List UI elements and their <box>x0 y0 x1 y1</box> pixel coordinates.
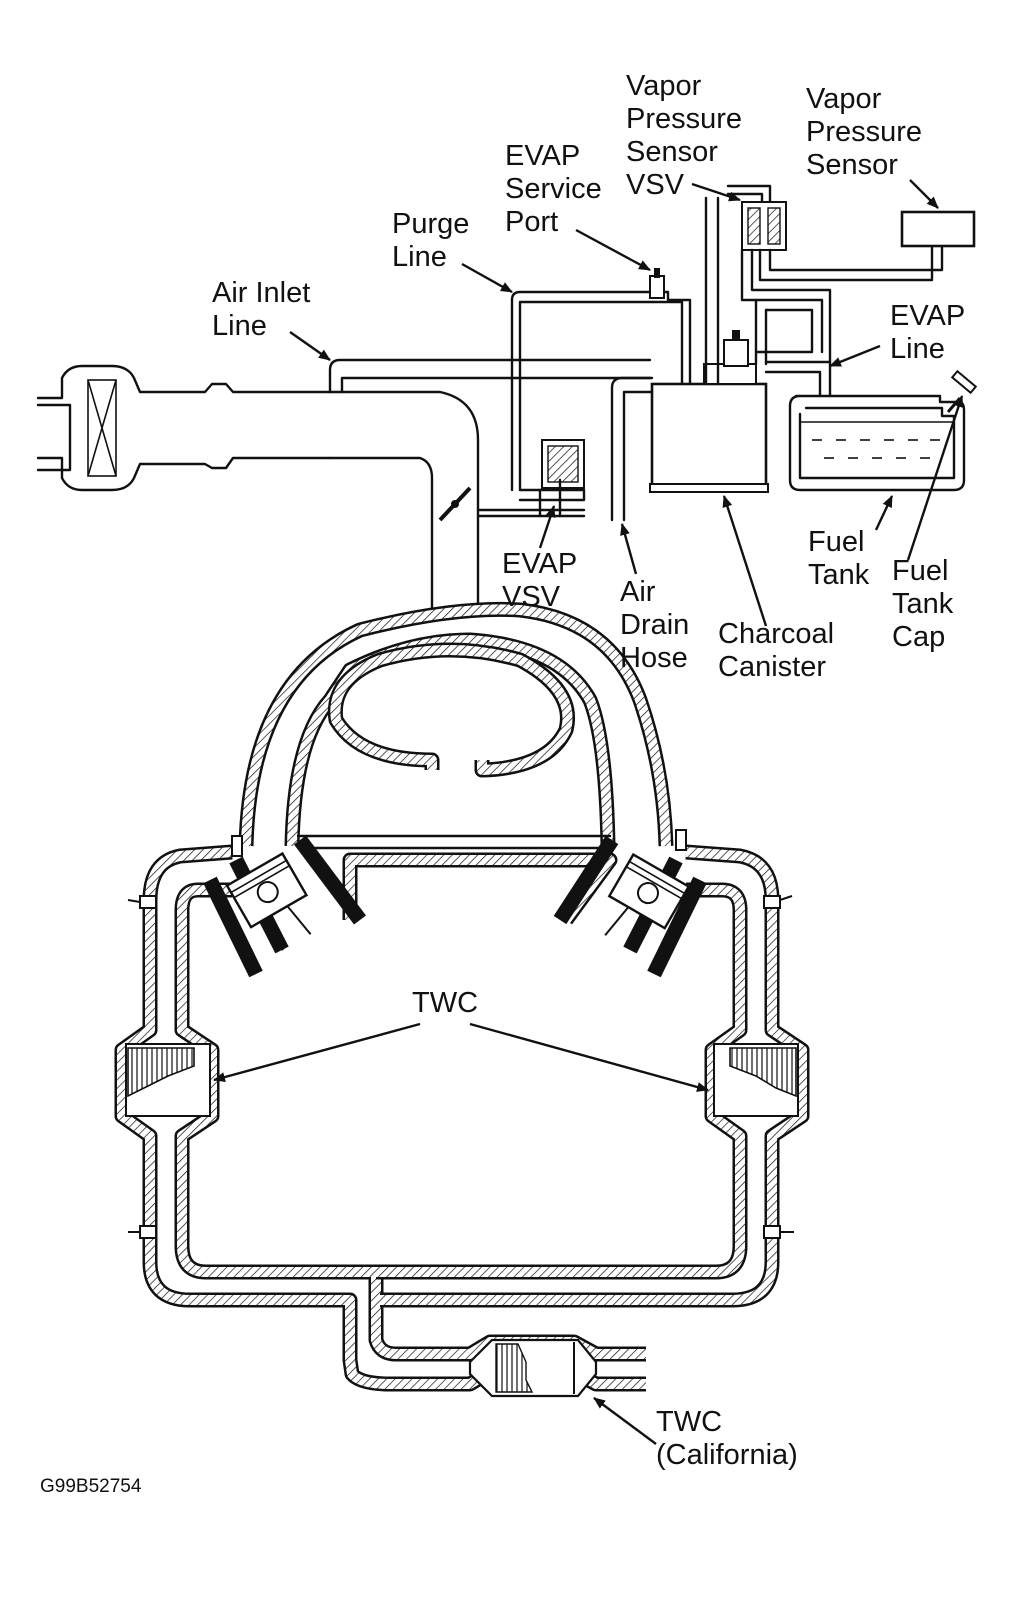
figure-code: G99B52754 <box>40 1476 142 1497</box>
evap-line <box>764 360 832 398</box>
label-evap-service-port: EVAP Service Port <box>505 140 610 238</box>
label-air-inlet-line: Air Inlet Line <box>212 277 318 342</box>
cylinder-right <box>553 829 707 978</box>
air-filter-element <box>87 379 117 477</box>
charcoal-canister <box>649 330 769 493</box>
fuel-injector-icon <box>231 835 243 857</box>
fuel-injector-icon <box>675 829 687 851</box>
vent-tube <box>704 196 720 386</box>
air-cleaner <box>36 364 332 492</box>
label-purge-line: Purge Line <box>392 208 477 273</box>
label-fuel-tank-cap: Fuel Tank Cap <box>892 555 961 653</box>
air-drain-hose <box>610 376 654 522</box>
evap-vsv <box>476 439 586 518</box>
exhaust-system <box>114 844 810 1398</box>
label-vapor-pressure-sensor: Vapor Pressure Sensor <box>806 83 930 181</box>
fuel-tank <box>788 394 966 492</box>
label-charcoal-canister: Charcoal Canister <box>718 618 842 683</box>
label-fuel-tank: Fuel Tank <box>808 526 872 591</box>
twc-right <box>713 1043 799 1117</box>
intake-duct <box>328 358 652 614</box>
label-twc-california: TWC (California) <box>656 1406 798 1471</box>
twc-california <box>468 1338 598 1398</box>
leader-arrows <box>213 179 964 1445</box>
label-evap-line: EVAP Line <box>890 300 973 365</box>
vapor-pressure-sensor <box>900 210 976 248</box>
intake-manifold <box>238 601 674 925</box>
cylinder-left <box>203 835 366 978</box>
oxygen-sensor-icon <box>127 895 794 1239</box>
label-evap-vsv: EVAP VSV <box>502 548 585 613</box>
evap-service-port <box>649 268 665 299</box>
label-twc: TWC <box>412 987 478 1019</box>
label-air-drain-hose: Air Drain Hose <box>620 576 697 674</box>
twc-left <box>125 1043 211 1117</box>
label-vapor-pressure-sensor-vsv: Vapor Pressure Sensor VSV <box>626 70 750 201</box>
throttle-valve-icon <box>438 486 472 522</box>
fuel-tank-cap <box>946 369 978 413</box>
vapor-pressure-sensor-vsv <box>726 184 944 366</box>
